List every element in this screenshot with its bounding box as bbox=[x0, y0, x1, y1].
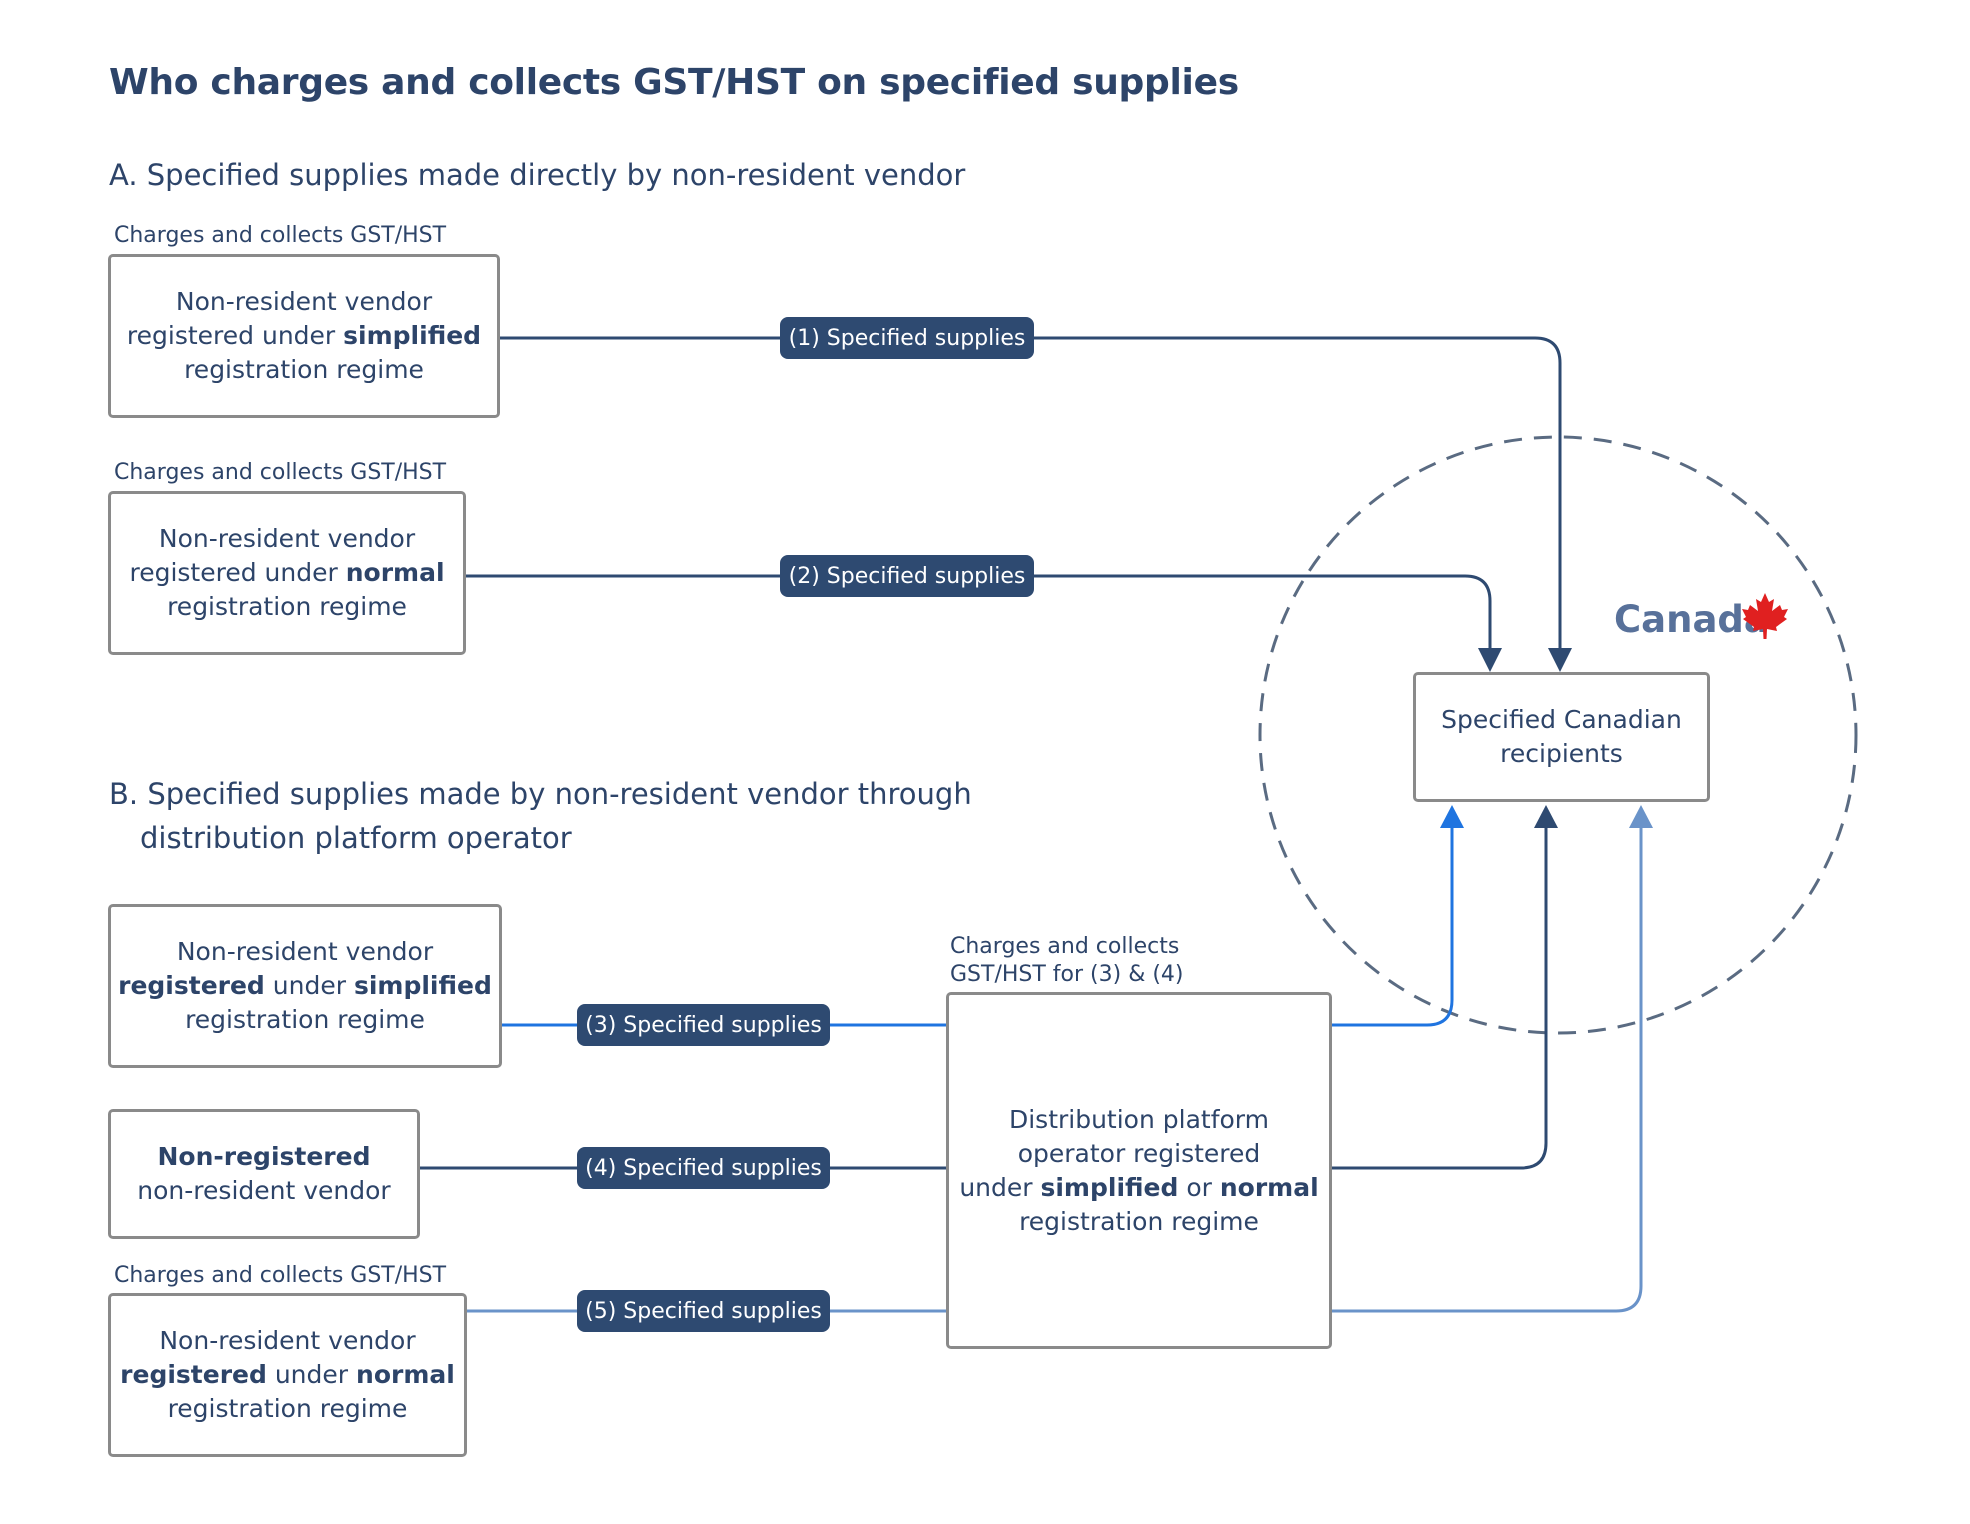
distribution-platform-box: Distribution platform operator registere… bbox=[946, 992, 1332, 1349]
non-registered-vendor-box: Non-registered non-resident vendor bbox=[108, 1109, 420, 1239]
flow-4-line-out bbox=[1330, 812, 1548, 1170]
box-text: registration regime bbox=[167, 1394, 408, 1423]
flow-label-3: (3) Specified supplies bbox=[577, 1004, 830, 1046]
box-text: Non-resident vendor bbox=[159, 1326, 416, 1355]
flow-5-arrowhead bbox=[1629, 805, 1653, 828]
box-text: Distribution platform bbox=[1008, 1104, 1269, 1134]
vendor-registered-normal-box: Non-resident vendor registered under nor… bbox=[108, 1293, 467, 1457]
box-text: under simplified or normal bbox=[959, 1172, 1319, 1202]
canadian-recipients-box: Specified Canadian recipients bbox=[1413, 672, 1710, 802]
box-text: registration regime bbox=[167, 592, 407, 621]
box-text: registration regime bbox=[185, 1005, 425, 1034]
box-text: Non-resident vendor bbox=[158, 524, 416, 553]
box-text: registration regime bbox=[1019, 1206, 1259, 1236]
vendor-simplified-box: Non-resident vendor registered under sim… bbox=[108, 254, 500, 418]
canada-label: Canada bbox=[1614, 598, 1769, 641]
box-text: Non-registered bbox=[157, 1142, 371, 1171]
flow-1-arrowhead bbox=[1548, 648, 1572, 672]
flow-3-line-out bbox=[1330, 812, 1454, 1027]
flow-label-4: (4) Specified supplies bbox=[577, 1147, 830, 1189]
note-vendor-2: Charges and collects GST/HST bbox=[114, 460, 447, 485]
note-platform-line2: GST/HST for (3) & (4) bbox=[950, 962, 1184, 987]
page-title: Who charges and collects GST/HST on spec… bbox=[109, 62, 1239, 103]
flow-label-1: (1) Specified supplies bbox=[780, 317, 1034, 359]
flow-2-line bbox=[465, 574, 1492, 665]
flow-3-arrowhead bbox=[1440, 805, 1464, 828]
vendor-normal-box: Non-resident vendor registered under nor… bbox=[108, 491, 466, 655]
note-platform: Charges and collects GST/HST for (3) & (… bbox=[950, 933, 1184, 989]
box-text: registered under normal bbox=[120, 1360, 455, 1389]
canada-boundary bbox=[1258, 435, 1858, 1035]
box-text: registered under simplified bbox=[118, 971, 492, 1000]
box-text: operator registered bbox=[1017, 1138, 1261, 1168]
vendor-registered-simplified-box: Non-resident vendor registered under sim… bbox=[108, 904, 502, 1068]
note-vendor-1: Charges and collects GST/HST bbox=[114, 223, 447, 248]
flow-4-arrowhead bbox=[1534, 805, 1558, 828]
flow-label-5: (5) Specified supplies bbox=[577, 1290, 830, 1332]
section-b-heading-line2: distribution platform operator bbox=[140, 821, 572, 855]
note-vendor-5: Charges and collects GST/HST bbox=[114, 1263, 447, 1288]
box-text: registered under normal bbox=[129, 558, 445, 587]
section-b-heading: B. Specified supplies made by non-reside… bbox=[109, 772, 972, 860]
box-text: registered under simplified bbox=[126, 321, 482, 350]
flow-1-line bbox=[498, 336, 1562, 665]
flow-2-arrowhead bbox=[1478, 648, 1502, 672]
flow-label-2: (2) Specified supplies bbox=[780, 555, 1034, 597]
section-a-heading: A. Specified supplies made directly by n… bbox=[109, 158, 966, 192]
flow-5-line-out bbox=[1330, 812, 1643, 1313]
box-text: non-resident vendor bbox=[137, 1176, 391, 1205]
box-text: Non-resident vendor bbox=[176, 937, 434, 966]
maple-leaf-icon bbox=[1742, 593, 1788, 639]
section-b-heading-line1: B. Specified supplies made by non-reside… bbox=[109, 777, 972, 811]
box-text: Specified Canadian bbox=[1441, 705, 1682, 734]
box-text: registration regime bbox=[184, 355, 424, 384]
box-text: Non-resident vendor bbox=[175, 287, 433, 316]
note-platform-line1: Charges and collects bbox=[950, 934, 1180, 959]
box-text: recipients bbox=[1500, 739, 1623, 768]
